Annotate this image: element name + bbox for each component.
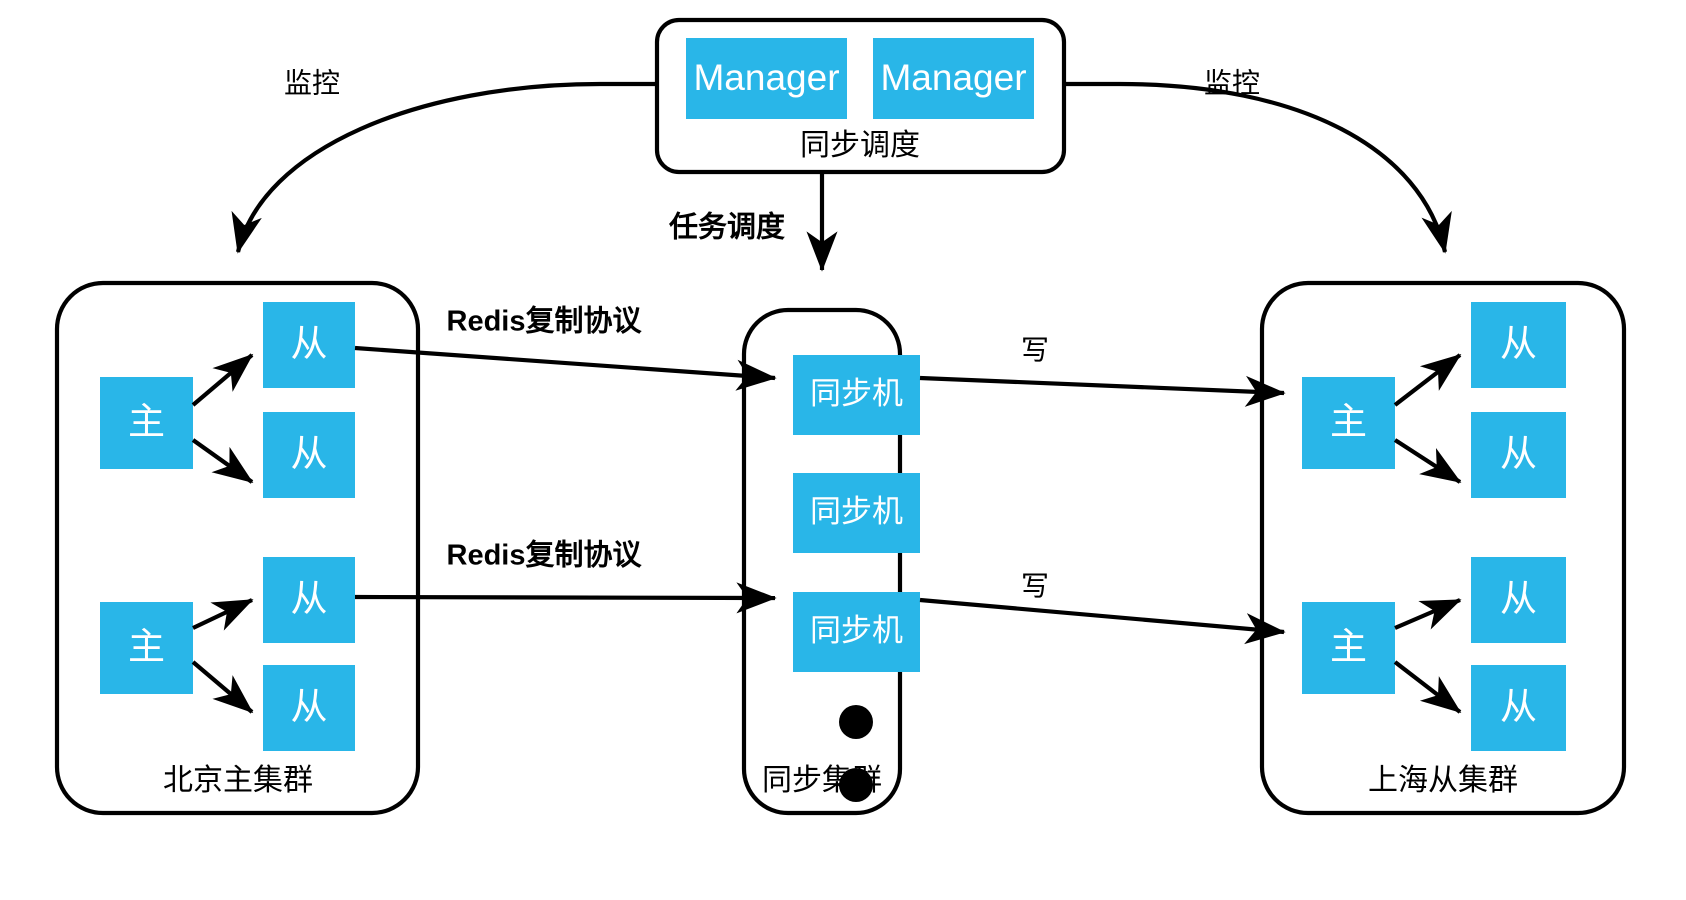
sync-node-1[interactable] <box>793 355 920 435</box>
beijing-slave-1-label: 从 <box>291 323 328 364</box>
beijing-slave-1[interactable] <box>263 302 355 388</box>
edge-monitor-left <box>231 81 657 254</box>
shanghai-slave-3[interactable] <box>1471 557 1566 643</box>
shanghai-slave-1[interactable] <box>1471 302 1566 388</box>
shanghai-edge-m2-s3 <box>1394 598 1462 630</box>
beijing-slave-2[interactable] <box>263 412 355 498</box>
shanghai-master-2[interactable] <box>1302 602 1395 694</box>
beijing-master-2-label: 主 <box>128 626 165 667</box>
beijing-slave-2-label: 从 <box>291 433 328 474</box>
beijing-master-1[interactable] <box>100 377 193 469</box>
edge-replication-bottom <box>354 582 777 614</box>
sync-cluster[interactable]: 同步机 同步机 同步机 同步集群 <box>741 307 920 816</box>
shanghai-edge-m1-s2 <box>1393 438 1462 484</box>
beijing-cluster-caption: 北京主集群 <box>163 764 313 797</box>
manager-node-2-label: Manager <box>880 57 1026 98</box>
shanghai-master-1-label: 主 <box>1330 401 1367 442</box>
shanghai-cluster-caption: 上海从集群 <box>1368 764 1518 797</box>
beijing-edge-m1-s2 <box>191 438 254 484</box>
shanghai-slave-1-label: 从 <box>1500 323 1537 364</box>
beijing-cluster-shell <box>54 280 421 816</box>
shanghai-master-1[interactable] <box>1302 377 1395 469</box>
edge-write-bottom <box>919 597 1286 645</box>
shanghai-slave-4[interactable] <box>1471 665 1566 751</box>
sync-node-3-label: 同步机 <box>810 613 903 648</box>
edge-replication-top-label: Redis复制协议 <box>447 305 643 338</box>
sync-cluster-caption: 同步集群 <box>762 764 882 797</box>
manager-cluster-caption: 同步调度 <box>800 129 920 162</box>
edge-replication-bottom-label: Redis复制协议 <box>447 539 643 572</box>
shanghai-slave-2[interactable] <box>1471 412 1566 498</box>
beijing-edge-m2-s4 <box>191 660 254 714</box>
beijing-master-1-label: 主 <box>128 401 165 442</box>
shanghai-cluster[interactable]: 主 主 从 从 从 从 上海从集群 <box>1259 280 1627 816</box>
shanghai-slave-4-label: 从 <box>1500 686 1537 727</box>
edge-monitor-right-label: 监控 <box>1204 67 1260 98</box>
beijing-edge-m2-s3 <box>192 598 254 631</box>
sync-cluster-shell <box>741 307 903 816</box>
edge-write-top-label: 写 <box>1021 334 1049 365</box>
shanghai-edge-m2-s4 <box>1393 660 1462 714</box>
edge-write-top <box>919 375 1286 407</box>
manager-cluster[interactable]: Manager Manager 同步调度 <box>654 17 1067 175</box>
shanghai-slave-3-label: 从 <box>1500 578 1537 619</box>
edge-task-schedule-label: 任务调度 <box>668 211 785 244</box>
shanghai-slave-2-label: 从 <box>1500 433 1537 474</box>
beijing-slave-4[interactable] <box>263 665 355 751</box>
sync-ellipsis-dot-2 <box>839 768 873 802</box>
manager-node-1[interactable] <box>686 38 847 119</box>
shanghai-edge-m1-s1 <box>1393 353 1462 407</box>
manager-node-2[interactable] <box>873 38 1034 119</box>
beijing-slave-3[interactable] <box>263 557 355 643</box>
sync-node-2[interactable] <box>793 473 920 553</box>
sync-ellipsis-dot-1 <box>839 705 873 739</box>
edge-write-bottom-label: 写 <box>1021 570 1049 601</box>
manager-node-1-label: Manager <box>693 57 839 98</box>
shanghai-master-2-label: 主 <box>1330 626 1367 667</box>
beijing-slave-3-label: 从 <box>291 578 328 619</box>
sync-node-3[interactable] <box>793 592 920 672</box>
edge-monitor-left-label: 监控 <box>284 67 340 98</box>
edge-replication-top <box>354 345 777 391</box>
beijing-edge-m1-s1 <box>191 353 254 407</box>
beijing-master-2[interactable] <box>100 602 193 694</box>
shanghai-cluster-shell <box>1259 280 1627 816</box>
edge-monitor-right <box>1064 81 1452 254</box>
sync-node-1-label: 同步机 <box>810 376 903 411</box>
sync-node-2-label: 同步机 <box>810 494 903 529</box>
beijing-slave-4-label: 从 <box>291 686 328 727</box>
beijing-cluster[interactable]: 主 主 从 从 从 从 北京主集群 <box>54 280 421 816</box>
